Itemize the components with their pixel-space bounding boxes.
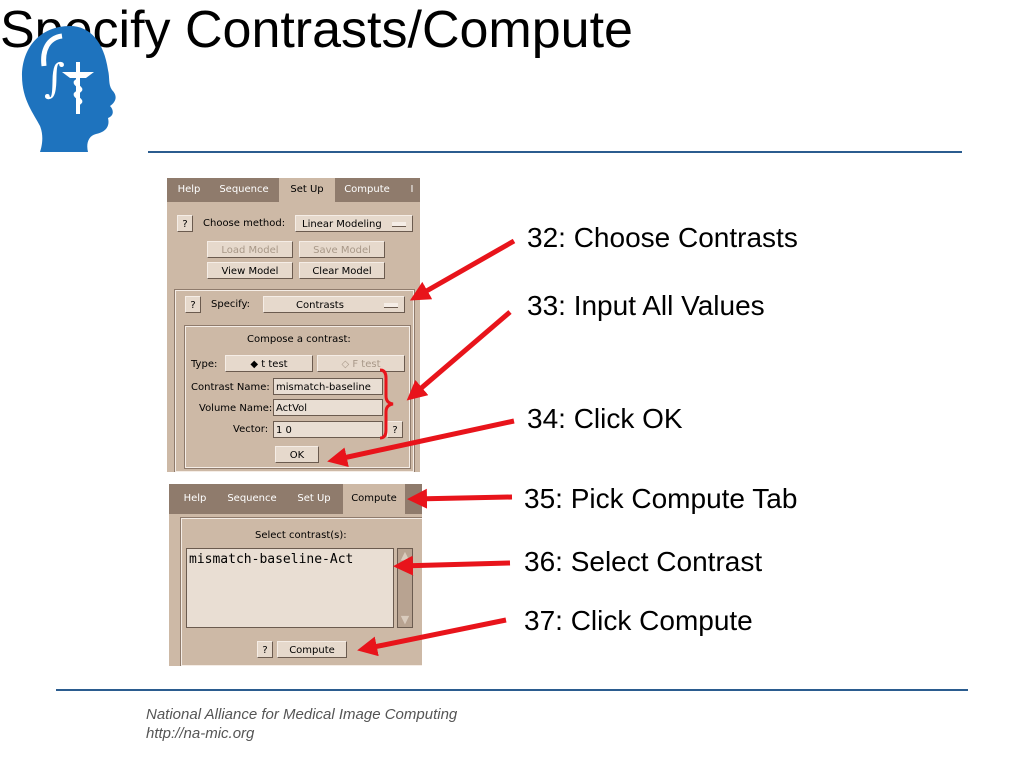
specify-dropdown[interactable]: Contrasts xyxy=(263,296,405,313)
method-value: Linear Modeling xyxy=(302,219,382,230)
compute-help-button[interactable]: ? xyxy=(257,641,273,658)
tab-help[interactable]: Help xyxy=(177,184,201,195)
choose-method-label: Choose method: xyxy=(203,218,286,229)
scroll-down-arrow-icon[interactable]: ▼ xyxy=(400,613,410,626)
step-34-label: 34: Click OK xyxy=(527,403,683,434)
vector-label: Vector: xyxy=(233,424,269,435)
footer-rule xyxy=(56,689,968,691)
vector-field[interactable]: 1 0 xyxy=(273,421,383,438)
type-ttest-radio[interactable]: ◆ t test xyxy=(225,355,313,372)
title-rule xyxy=(148,151,962,153)
footer-url: http://na-mic.org xyxy=(146,725,255,742)
tab-help[interactable]: Help xyxy=(183,493,207,504)
contrast-name-field[interactable]: mismatch-baseline xyxy=(273,378,383,395)
tab-interactive[interactable]: I xyxy=(410,184,414,195)
type-label: Type: xyxy=(191,359,218,370)
values-brace xyxy=(379,368,394,440)
scroll-up-arrow-icon[interactable]: ▲ xyxy=(400,549,410,562)
tab-compute[interactable]: Compute xyxy=(344,184,390,195)
step-35-label: 35: Pick Compute Tab xyxy=(524,483,798,514)
arrow-35 xyxy=(407,488,513,509)
arrow-36 xyxy=(393,555,511,576)
arrow-37 xyxy=(357,617,507,657)
arrow-34 xyxy=(327,418,515,468)
dropdown-menu-icon xyxy=(384,303,398,308)
footer-org: National Alliance for Medical Image Comp… xyxy=(146,706,458,723)
select-contrast-heading: Select contrast(s): xyxy=(255,530,347,541)
tab-sequence[interactable]: Sequence xyxy=(227,493,277,504)
list-item[interactable]: mismatch-baseline-Act xyxy=(189,552,354,567)
volume-name-field[interactable]: ActVol xyxy=(273,399,383,416)
compute-tabbar: Help Sequence Set Up Compute xyxy=(169,484,422,514)
step-36-label: 36: Select Contrast xyxy=(524,546,763,577)
compute-panel: Help Sequence Set Up Compute Select cont… xyxy=(169,484,422,666)
tab-setup[interactable]: Set Up xyxy=(279,178,335,202)
view-model-button[interactable]: View Model xyxy=(207,262,293,279)
slide-title: Specify Contrasts/Compute xyxy=(0,1,633,59)
setup-tabbar: Help Sequence Set Up Compute I xyxy=(167,178,420,202)
arrow-33 xyxy=(406,310,512,401)
tab-setup[interactable]: Set Up xyxy=(297,493,331,504)
dropdown-menu-icon xyxy=(392,222,406,227)
method-help-button[interactable]: ? xyxy=(177,215,193,232)
compute-button[interactable]: Compute xyxy=(277,641,347,658)
contrast-listbox[interactable]: mismatch-baseline-Act xyxy=(186,548,394,628)
method-dropdown[interactable]: Linear Modeling xyxy=(295,215,413,232)
volume-name-label: Volume Name: xyxy=(199,403,273,414)
contrast-name-label: Contrast Name: xyxy=(191,382,270,393)
arrow-32 xyxy=(409,238,516,301)
svg-text:∫: ∫ xyxy=(44,56,65,102)
ok-button[interactable]: OK xyxy=(275,446,319,463)
step-32-label: 32: Choose Contrasts xyxy=(527,222,798,253)
specify-help-button[interactable]: ? xyxy=(185,296,201,313)
specify-value: Contrasts xyxy=(296,300,344,311)
ttest-label: t test xyxy=(261,359,288,370)
step-33-label: 33: Input All Values xyxy=(527,290,765,321)
clear-model-button[interactable]: Clear Model xyxy=(299,262,385,279)
ftest-label: F test xyxy=(352,359,381,370)
radio-diamond-icon: ◇ xyxy=(341,359,353,370)
compose-heading: Compose a contrast: xyxy=(247,334,351,345)
load-model-button[interactable]: Load Model xyxy=(207,241,293,258)
setup-panel: Help Sequence Set Up Compute I ? Choose … xyxy=(167,178,420,472)
step-37-label: 37: Click Compute xyxy=(524,605,753,636)
tab-compute[interactable]: Compute xyxy=(343,484,405,514)
specify-label: Specify: xyxy=(211,299,251,310)
tab-sequence[interactable]: Sequence xyxy=(219,184,269,195)
slicer-logo: ∫ xyxy=(22,26,116,152)
radio-diamond-icon: ◆ xyxy=(250,359,262,370)
select-frame xyxy=(180,517,422,666)
type-ftest-radio[interactable]: ◇ F test xyxy=(317,355,405,372)
save-model-button[interactable]: Save Model xyxy=(299,241,385,258)
